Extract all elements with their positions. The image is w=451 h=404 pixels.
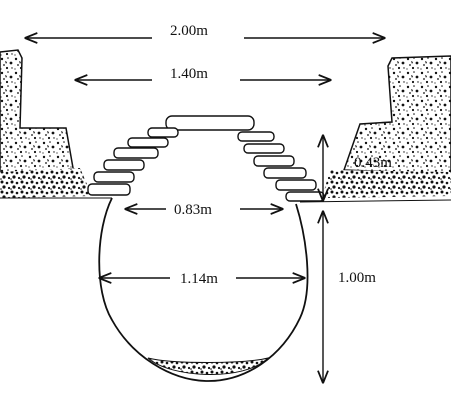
- left-soil-bank: [0, 49, 92, 198]
- label-neck-width: 0.83m: [174, 202, 212, 218]
- stone-lining: [87, 115, 325, 202]
- dimension-lines: [26, 38, 384, 382]
- label-neck-height: 0.43m: [354, 155, 392, 171]
- label-top-width: 2.00m: [170, 23, 208, 39]
- ground-line-right: [299, 199, 451, 203]
- label-body-width: 1.14m: [180, 271, 218, 287]
- label-opening-width: 1.40m: [170, 66, 208, 82]
- pit-floor-deposit: [147, 357, 270, 375]
- label-body-height: 1.00m: [338, 270, 376, 286]
- right-soil-bank: [322, 55, 451, 198]
- pit-outline: [98, 197, 309, 382]
